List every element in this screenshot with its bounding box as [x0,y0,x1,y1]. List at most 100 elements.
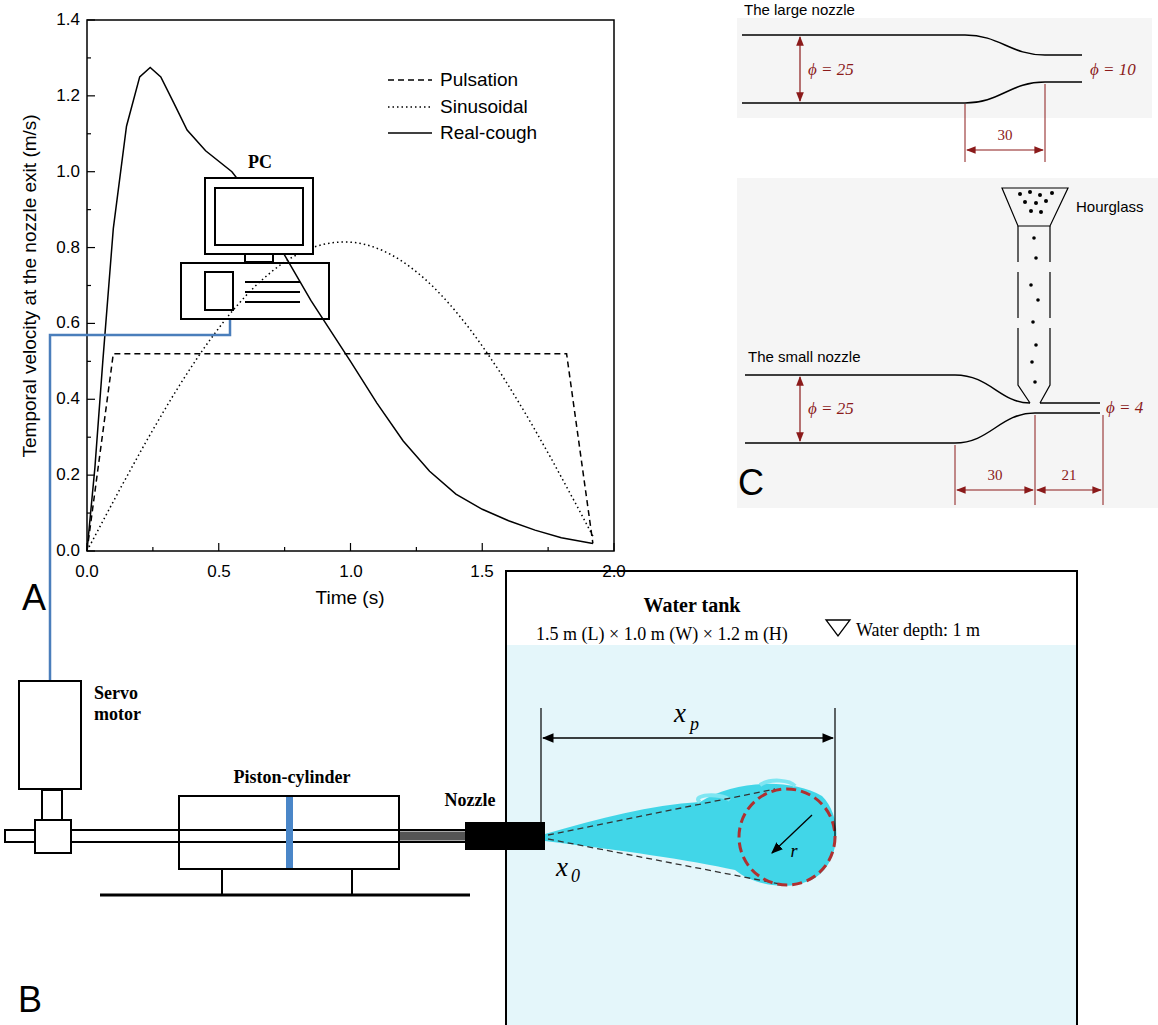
dimension: 30 [988,467,1003,484]
tick-mark [284,547,285,551]
circle-shape [1036,298,1040,302]
coupling [35,820,71,853]
tick-label: 1.0 [339,562,363,582]
dimension-line [965,104,966,162]
water [507,645,1077,1025]
circle-shape [1030,360,1034,364]
dimension-line [1035,415,1036,505]
tick-mark [87,399,95,400]
dimension-line [955,445,956,505]
tick-mark [416,547,417,551]
screen [215,188,303,245]
plume [545,784,836,886]
data-curve [87,242,593,551]
spread-line [548,839,785,885]
circle-shape [1028,190,1032,194]
line-shape [351,870,353,895]
particles [1018,190,1054,384]
circle-shape [1034,256,1038,260]
connector [400,832,465,841]
water-level-symbol [826,620,850,636]
tick-label: 0.5 [207,562,231,582]
part-name: Hourglass [1076,198,1144,215]
legend-text: Real-cough [440,122,537,144]
tick-mark [87,133,91,134]
tick-label: 0.0 [75,562,99,582]
tick-label: 0.4 [56,389,80,409]
connector [50,320,230,680]
variable-subscript: p [690,714,699,735]
tick-label: 0.2 [56,465,80,485]
plume-texture [698,781,795,802]
servo-motor: Servo motor [18,680,82,790]
panel-letter: C [738,462,764,503]
dimension-arrow [967,149,1043,150]
hourglass-tube [1040,226,1050,403]
plot-frame [87,20,614,551]
monitor-stand [245,254,273,262]
nozzle-wall [745,375,1030,403]
panel-letter: A [22,577,46,618]
legend-sample [388,79,432,81]
motor-shaft [42,790,62,822]
circle-shape [1031,320,1035,324]
node-label: Water tank [644,594,741,617]
panel-ground [737,178,1158,508]
tick-mark [87,475,95,476]
circle-shape [1032,236,1036,240]
tick-mark [482,543,483,551]
dimension: ϕ = 4 [1106,398,1143,418]
chart-plot [87,20,614,551]
tick-label: 1.2 [56,86,80,106]
node-label: Servo motor [92,683,143,724]
dimension: ϕ = 25 [808,60,854,80]
water-depth: Water depth: 1 m [856,620,980,641]
line-shape [245,281,300,283]
variable: x [674,698,686,729]
legend-sample [388,132,432,134]
drive-bay [205,272,233,310]
base [100,894,470,897]
tick-mark [87,57,91,58]
dimension-arrow [543,737,833,738]
line-shape [245,291,300,293]
dimension-arrow [1037,489,1101,490]
circle-shape [1033,380,1037,384]
tick-mark [152,547,153,551]
variable: r [790,841,797,862]
circle-shape [1034,343,1038,347]
piston-cylinder: Piston-cylinder [178,795,400,870]
data-curve [87,67,593,551]
nozzle-wall [742,82,1082,103]
tick-label: 1.0 [56,162,80,182]
dimension-line [1045,84,1046,162]
tick-mark [613,543,614,551]
tick-mark [87,550,95,551]
line-shape [245,301,300,303]
tick-mark [548,547,549,551]
tick-mark [350,543,351,551]
dimension: ϕ = 25 [808,399,854,419]
circle-shape [1039,210,1043,214]
tick-label: 1.4 [56,10,80,30]
circle-shape [1050,191,1054,195]
tick-mark [87,323,95,324]
node-label: PC [246,152,274,173]
axis-title: Temporal velocity at the nozzle exit (m/… [19,114,41,457]
dimension-arrow [799,377,800,441]
line-shape [221,870,223,895]
circle-shape [1038,193,1042,197]
circle-shape [1029,209,1033,213]
part-name: The large nozzle [744,1,855,18]
computer: PC [180,262,330,320]
circle-shape [1034,201,1038,205]
variable-subscript: 0 [571,866,580,887]
tick-mark [218,543,219,551]
monitor [205,178,313,254]
tick-label: 0.0 [56,541,80,561]
node-label: Piston-cylinder [232,767,353,788]
legend-text: Pulsation [440,69,518,91]
tick-mark [87,19,95,20]
dimension: 30 [998,127,1013,144]
